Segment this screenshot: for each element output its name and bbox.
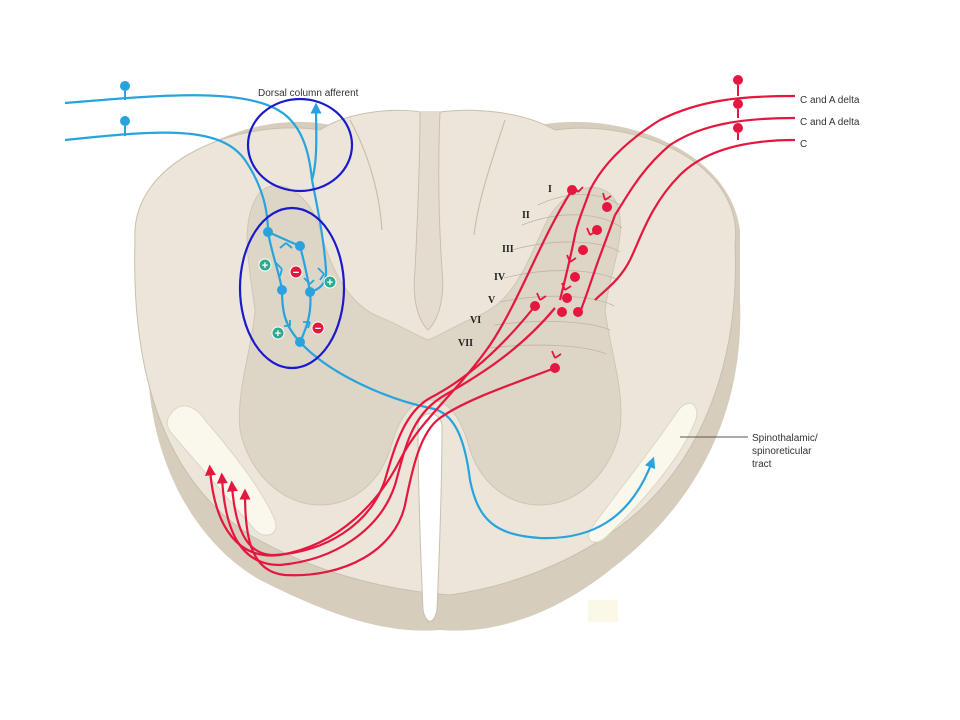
dorsal-root-ganglion-lower — [120, 116, 130, 126]
projection-neuron — [295, 337, 305, 347]
left-tract-region — [166, 405, 277, 536]
plus-sign-1: + — [262, 260, 268, 272]
drg-c-ad-2 — [733, 99, 743, 109]
fiber-label-c-ad-2: C and A delta — [800, 117, 860, 128]
lamina-III-neuron-a — [592, 225, 602, 235]
lamina-II-neuron — [602, 202, 612, 212]
drg-c — [733, 123, 743, 133]
lamina-IV-neuron-b — [562, 293, 572, 303]
synaptic-forks — [275, 242, 325, 329]
cut-marker — [588, 600, 618, 622]
ventral-median-fissure — [417, 413, 443, 622]
dorsal-column-highlight — [246, 97, 354, 193]
fiber-label-c: C — [800, 139, 807, 150]
red-neuron-somata — [530, 75, 743, 373]
tract-label-line2: spinoreticular — [752, 446, 812, 457]
lamina-V-neuron-a — [530, 301, 540, 311]
plus-sign-3: + — [275, 328, 281, 340]
nociceptive-fibres — [204, 94, 796, 577]
interneuron-2 — [295, 241, 305, 251]
lamina-label-VII: VII — [458, 338, 473, 349]
dorsal-column-afferent-label: Dorsal column afferent — [258, 88, 359, 99]
lamina-V-neuron-c — [573, 307, 583, 317]
dorsal-sulcus-right — [473, 119, 506, 236]
lamina-label-I: I — [548, 184, 552, 195]
plus-badge-3 — [271, 326, 285, 340]
lamina-VII-neuron — [550, 363, 560, 373]
lamina-V-neuron-b — [557, 307, 567, 317]
drg-c-ad-1 — [733, 75, 743, 85]
right-tract-region — [588, 402, 698, 543]
lamina-label-IV: IV — [494, 272, 506, 283]
lamina-label-III: III — [502, 244, 514, 255]
interneuron-4 — [305, 287, 315, 297]
minus-sign-2: − — [315, 323, 321, 335]
dorsal-sulcus-left — [349, 119, 383, 231]
plus-badge-1 — [258, 258, 272, 272]
minus-badge-2 — [311, 321, 325, 335]
lamina-III-neuron-b — [578, 245, 588, 255]
dorsal-median-septum — [413, 111, 444, 331]
tract-label-line1: Spinothalamic/ — [752, 433, 818, 444]
gray-matter — [238, 185, 622, 506]
fiber-label-c-ad-1: C and A delta — [800, 95, 860, 106]
lamina-I-neuron — [567, 185, 577, 195]
dorsal-root-ganglion-upper — [120, 81, 130, 91]
minus-sign-1: − — [293, 267, 299, 279]
interneuron-1 — [263, 227, 273, 237]
blue-neuron-somata — [120, 81, 315, 347]
modulation-badges: + − + + − — [258, 258, 337, 340]
minus-badge-1 — [289, 265, 303, 279]
lamina-label-II: II — [522, 210, 530, 221]
lamina-label-V: V — [488, 295, 496, 306]
interneuron-circuit-highlight — [238, 206, 346, 370]
tract-label-line3: tract — [752, 459, 772, 470]
lamina-IV-neuron-a — [570, 272, 580, 282]
plus-sign-2: + — [327, 277, 333, 289]
interneuron-3 — [277, 285, 287, 295]
plus-badge-2 — [323, 275, 337, 289]
lamina-label-VI: VI — [470, 315, 481, 326]
